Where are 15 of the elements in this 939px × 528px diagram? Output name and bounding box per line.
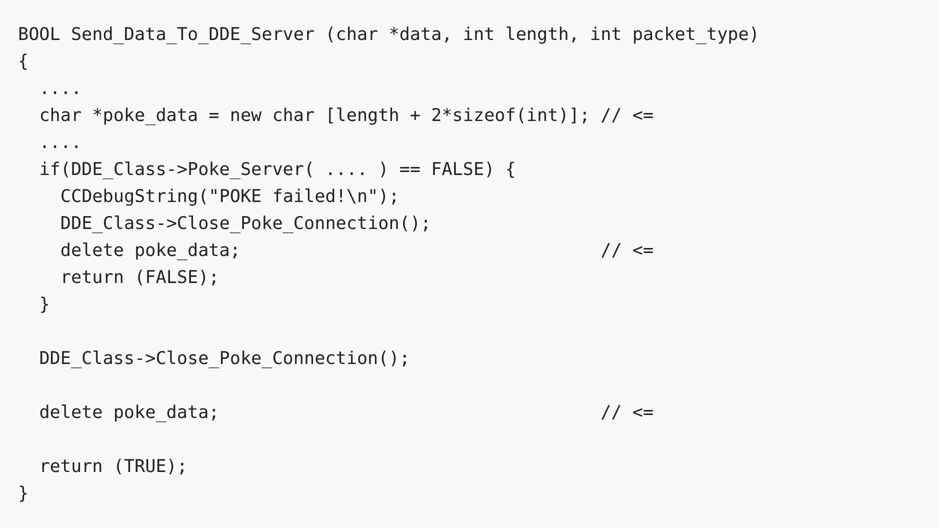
code-line: if(DDE_Class->Poke_Server( .... ) == FALSE) { — [39, 159, 516, 181]
code-line: delete poke_data; // <= — [60, 240, 654, 262]
code-line: DDE_Class->Close_Poke_Connection(); — [39, 348, 410, 370]
code-line: char *poke_data = new char [length + 2*sizeof(int)]; // <= — [39, 105, 654, 127]
code-line: .... — [39, 132, 82, 154]
code-line: } — [18, 483, 29, 505]
code-line: } — [39, 294, 50, 316]
code-line: CCDebugString("POKE failed!\n"); — [60, 186, 400, 208]
code-line: return (FALSE); — [60, 267, 220, 289]
code-line: .... — [39, 78, 82, 100]
code-line: BOOL Send_Data_To_DDE_Server (char *data, int length, int packet_type) — [18, 24, 760, 46]
code-line: delete poke_data; // <= — [39, 402, 654, 424]
code-line: DDE_Class->Close_Poke_Connection(); — [60, 213, 432, 235]
code-line: { — [18, 51, 29, 73]
code-line: return (TRUE); — [39, 456, 188, 478]
